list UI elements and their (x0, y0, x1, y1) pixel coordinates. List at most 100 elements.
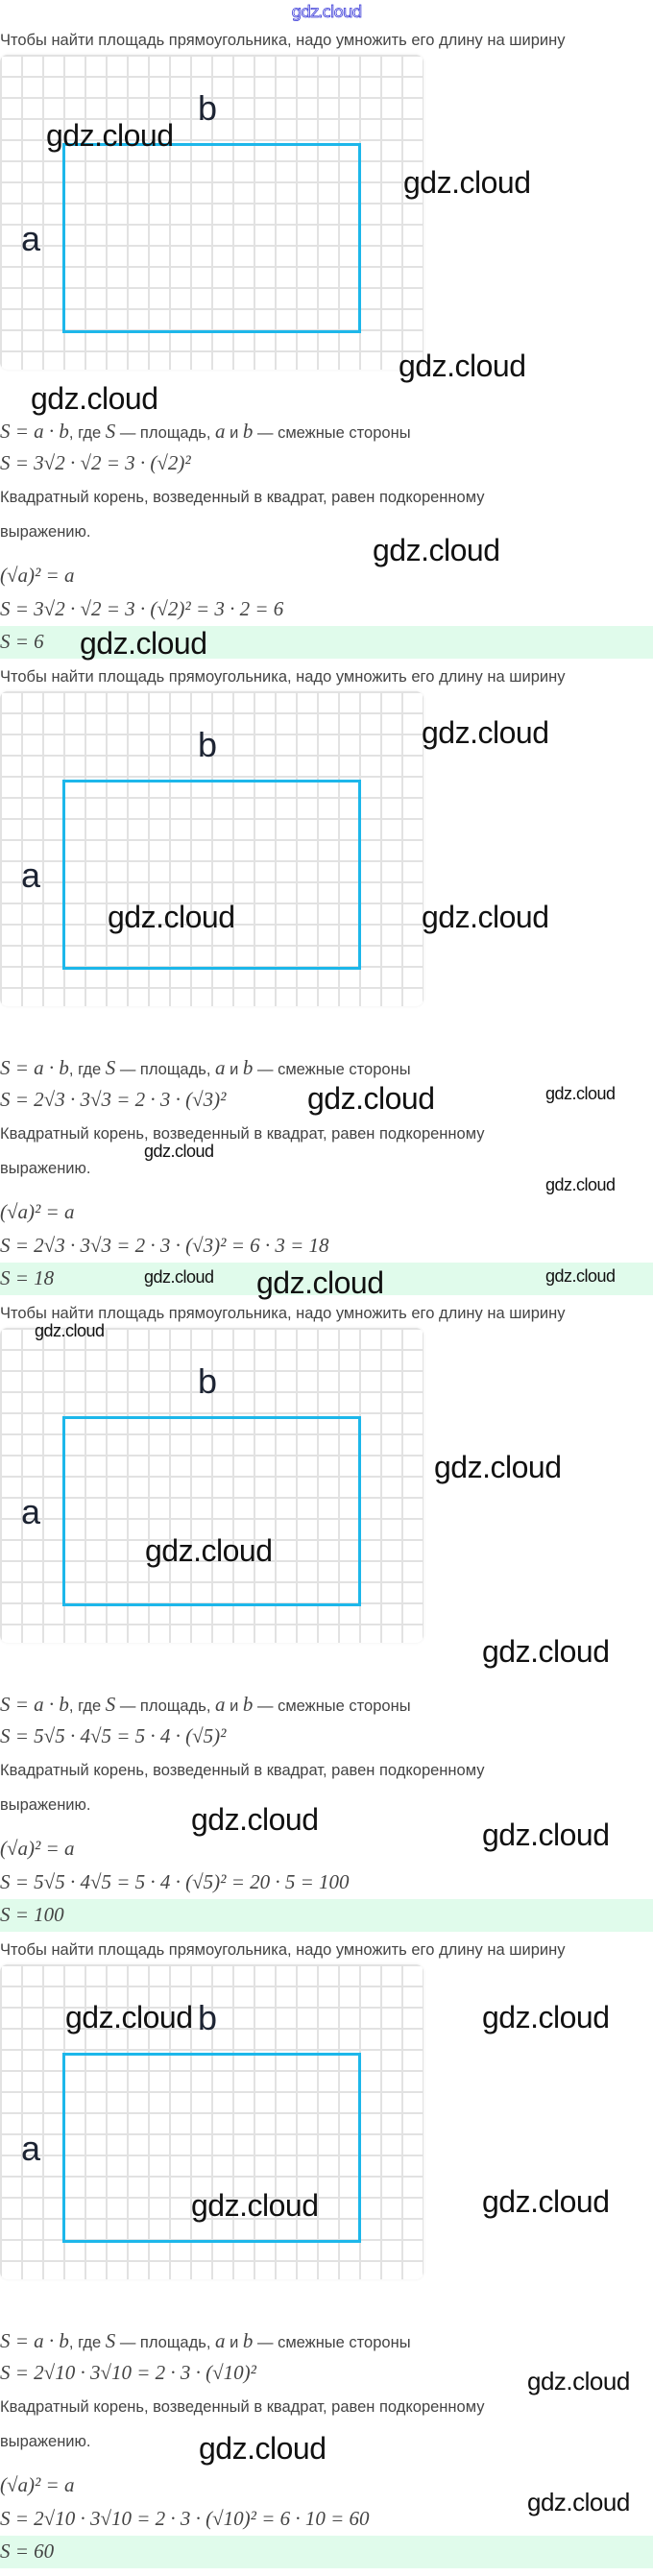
rectangle-shape (62, 143, 361, 333)
section-title: Чтобы найти площадь прямоугольника, надо… (0, 1941, 566, 1959)
watermark: gdz.cloud (144, 1267, 214, 1287)
def-var-b: b (242, 2329, 254, 2352)
def-var-s: S (105, 420, 116, 443)
root-identity: (√a)² = a (0, 1200, 75, 1223)
def-text: и (225, 1061, 243, 1078)
rectangle-shape (62, 780, 361, 970)
area-formula: S = a · b (0, 1056, 69, 1079)
def-text: — площадь, (115, 1061, 216, 1078)
watermark: gdz.cloud (527, 2367, 630, 2395)
def-var-s: S (105, 1693, 116, 1716)
rule-text-line1: Квадратный корень, возведенный в квадрат… (0, 1762, 485, 1779)
def-text: и (225, 2334, 243, 2351)
watermark: gdz.cloud (144, 1142, 214, 1161)
side-a-label: a (21, 1492, 41, 1531)
watermark: gdz.cloud (482, 2000, 610, 2034)
calc-step-2: S = 2√10 · 3√10 = 2 · 3 · (√10)² = 6 · 1… (0, 2507, 370, 2530)
def-text: — смежные стороны (253, 2334, 411, 2351)
side-a-label: a (21, 855, 41, 895)
watermark: gdz.cloud (65, 2000, 193, 2034)
watermark: gdz.cloud (108, 900, 235, 934)
def-text: , где (68, 1697, 106, 1715)
area-formula: S = a · b (0, 2329, 69, 2352)
watermark: gdz.cloud (373, 533, 500, 567)
watermark: gdz.cloud (191, 2188, 319, 2223)
watermark: gdz.cloud (35, 1321, 105, 1340)
answer: S = 6 (0, 630, 44, 653)
section-title: Чтобы найти площадь прямоугольника, надо… (0, 32, 566, 49)
watermark: gdz.cloud (422, 900, 549, 934)
section-title: Чтобы найти площадь прямоугольника, надо… (0, 1305, 566, 1322)
watermark: gdz.cloud (545, 1175, 616, 1194)
area-definition: S = a · b, где S — площадь, a и b — смеж… (0, 2329, 411, 2353)
watermark: gdz.cloud (545, 1084, 616, 1103)
side-b-label: b (198, 1998, 218, 2037)
def-text: — площадь, (115, 424, 216, 442)
watermark: gdz.cloud (482, 1818, 610, 1852)
area-definition: S = a · b, где S — площадь, a и b — смеж… (0, 420, 411, 444)
calc-step-1: S = 5√5 · 4√5 = 5 · 4 · (√5)² (0, 1724, 227, 1747)
root-identity: (√a)² = a (0, 2473, 75, 2496)
area-formula: S = a · b (0, 420, 69, 443)
solution-section: Чтобы найти площадь прямоугольника, надо… (0, 1303, 653, 1939)
answer: S = 18 (0, 1266, 55, 1289)
area-definition: S = a · b, где S — площадь, a и b — смеж… (0, 1693, 411, 1717)
def-var-s: S (105, 1056, 116, 1079)
watermark: gdz.cloud (46, 118, 174, 153)
section-title: Чтобы найти площадь прямоугольника, надо… (0, 668, 566, 686)
calc-step-2: S = 2√3 · 3√3 = 2 · 3 · (√3)² = 6 · 3 = … (0, 1234, 329, 1257)
watermark: gdz.cloud (422, 715, 549, 750)
area-definition: S = a · b, где S — площадь, a и b — смеж… (0, 1056, 411, 1080)
site-logo[interactable]: gdz.cloud (291, 3, 363, 23)
side-a-label: a (21, 2129, 41, 2168)
calc-step-1: S = 3√2 · √2 = 3 · (√2)² (0, 451, 191, 474)
watermark: gdz.cloud (434, 1450, 562, 1484)
calc-step-2: S = 5√5 · 4√5 = 5 · 4 · (√5)² = 20 · 5 =… (0, 1870, 350, 1893)
def-var-b: b (242, 420, 254, 443)
def-text: и (225, 424, 243, 442)
area-formula: S = a · b (0, 1693, 69, 1716)
calc-step-1: S = 2√10 · 3√10 = 2 · 3 · (√10)² (0, 2361, 256, 2384)
def-text: — смежные стороны (253, 1061, 411, 1078)
answer-box: S = 6 (0, 626, 653, 659)
watermark: gdz.cloud (199, 2431, 326, 2466)
side-b-label: b (198, 725, 218, 764)
watermark: gdz.cloud (31, 381, 158, 416)
watermark: gdz.cloud (545, 1266, 616, 1286)
solution-section: Чтобы найти площадь прямоугольника, надо… (0, 666, 653, 1303)
rectangle-shape (62, 1416, 361, 1606)
watermark: gdz.cloud (80, 626, 207, 661)
def-var-s: S (105, 2329, 116, 2352)
rectangle-diagram: b a (0, 55, 423, 370)
answer-box: S = 100 (0, 1899, 653, 1932)
watermark: gdz.cloud (482, 2184, 610, 2219)
def-text: — площадь, (115, 1697, 216, 1715)
side-b-label: b (198, 1361, 218, 1401)
def-var-a: a (215, 420, 226, 443)
def-var-a: a (215, 1693, 226, 1716)
def-text: , где (68, 1061, 106, 1078)
rectangle-diagram: b a (0, 1964, 423, 2279)
side-b-label: b (198, 88, 218, 128)
watermark: gdz.cloud (527, 2488, 630, 2516)
watermark: gdz.cloud (145, 1533, 273, 1568)
answer-box: S = 18 (0, 1263, 653, 1295)
solution-section: Чтобы найти площадь прямоугольника, надо… (0, 30, 653, 666)
def-text: и (225, 1697, 243, 1715)
watermark: gdz.cloud (399, 349, 526, 383)
def-text: , где (68, 2334, 106, 2351)
rule-text-line2: выражению. (0, 523, 91, 541)
answer: S = 60 (0, 2540, 55, 2563)
def-text: — смежные стороны (253, 424, 411, 442)
answer-box: S = 60 (0, 2536, 653, 2568)
def-text: — площадь, (115, 2334, 216, 2351)
def-var-b: b (242, 1693, 254, 1716)
rule-text-line1: Квадратный корень, возведенный в квадрат… (0, 1125, 485, 1143)
calc-step-2: S = 3√2 · √2 = 3 · (√2)² = 3 · 2 = 6 (0, 597, 284, 620)
rule-text-line1: Квадратный корень, возведенный в квадрат… (0, 489, 485, 506)
watermark: gdz.cloud (307, 1081, 435, 1116)
solution-section: Чтобы найти площадь прямоугольника, надо… (0, 1939, 653, 2576)
rectangle-diagram: b a (0, 1328, 423, 1643)
answer: S = 100 (0, 1903, 64, 1926)
watermark: gdz.cloud (403, 165, 531, 200)
